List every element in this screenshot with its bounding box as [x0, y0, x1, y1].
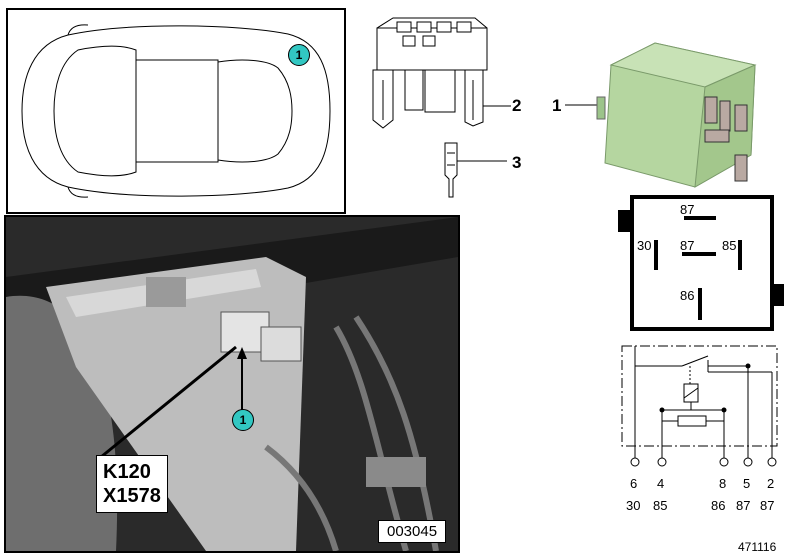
schematic-pin-number: 5: [743, 476, 751, 491]
callout-relay: 1: [552, 96, 562, 115]
pin-label-left: 30: [637, 238, 652, 253]
callout-socket: 2: [512, 96, 522, 115]
schematic-pin-terminal: 85: [653, 498, 668, 513]
schematic-pin-number: 8: [719, 476, 727, 491]
image-code: 003045: [378, 520, 447, 543]
schematic-pin-terminal: 30: [626, 498, 641, 513]
component-label: K120: [103, 461, 151, 483]
schematic-pin-number: 2: [767, 476, 775, 491]
terminal-drawing: [444, 142, 507, 198]
pin-label-center: 87: [680, 238, 695, 253]
pin-label-bottom: 86: [680, 288, 695, 303]
schematic-pin-number: 4: [657, 476, 665, 491]
engine-bay-illustration: [6, 217, 458, 551]
schematic-pin-terminal: 87: [736, 498, 751, 513]
pin-layout-diagram: [618, 195, 784, 331]
component-label-box: K120 X1578: [96, 455, 168, 513]
relay-circuit-schematic: [621, 345, 778, 467]
pin-label-right: 85: [722, 238, 737, 253]
relay-socket-drawing: [372, 17, 511, 129]
schematic-pin-number: 6: [630, 476, 638, 491]
car-outline: [21, 24, 331, 198]
relay-drawing: [565, 42, 757, 188]
vehicle-top-view: 1: [6, 8, 346, 214]
installation-photo: 1 K120 X1578 003045: [4, 215, 460, 553]
connector-label: X1578: [103, 485, 161, 507]
location-badge: 1: [288, 44, 310, 66]
diagram-reference-number: 471116: [738, 540, 777, 554]
schematic-pin-terminal: 87: [760, 498, 775, 513]
callout-terminal: 3: [512, 153, 522, 172]
pin-label-top: 87: [680, 202, 695, 217]
schematic-pin-terminal: 86: [711, 498, 726, 513]
photo-location-badge: 1: [232, 409, 254, 431]
